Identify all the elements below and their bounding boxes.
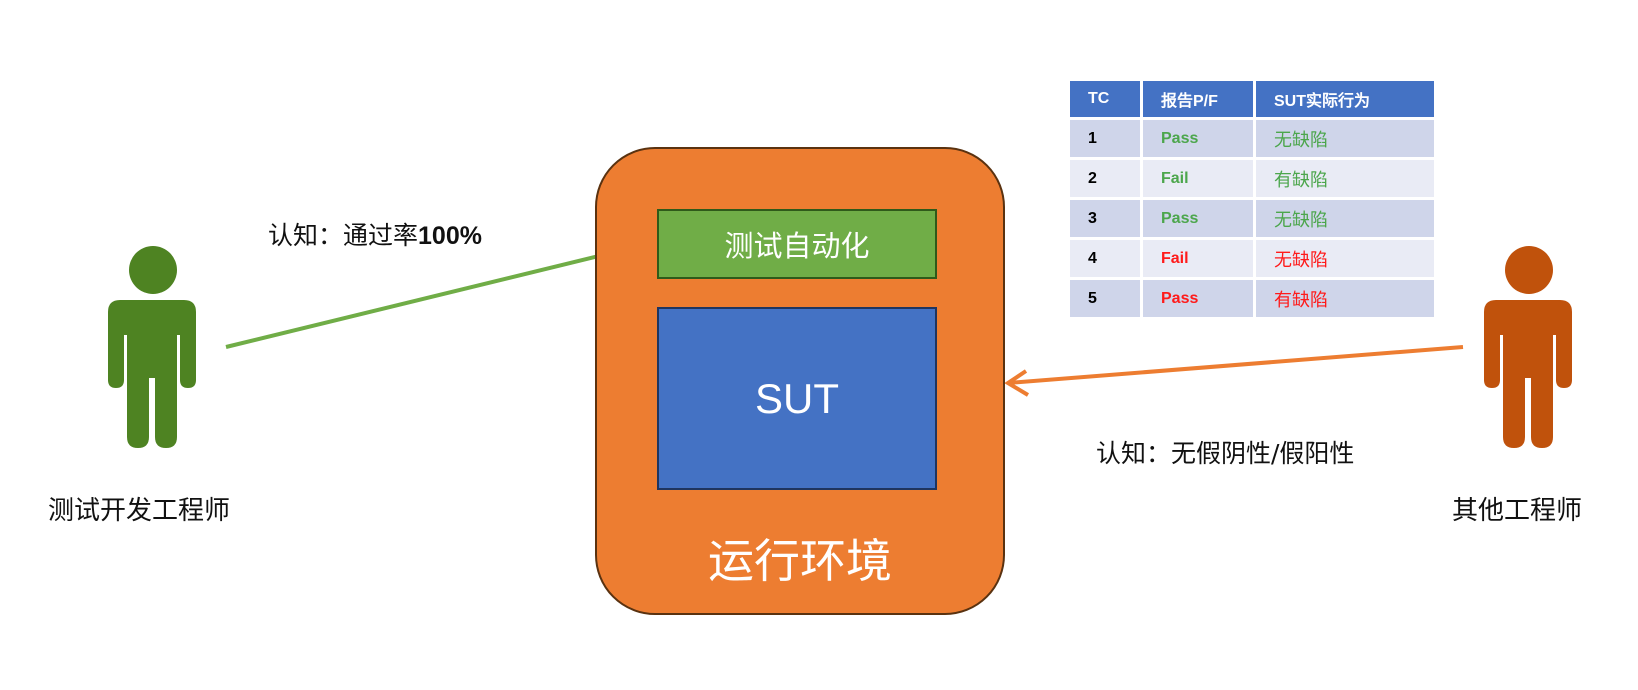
cell-report: Fail [1143, 240, 1253, 277]
cell-actual: 有缺陷 [1256, 160, 1434, 197]
header-actual: SUT实际行为 [1256, 81, 1434, 117]
right-perception-label: 认知：无假阴性/假阳性 [1096, 439, 1355, 468]
cell-actual: 有缺陷 [1256, 280, 1434, 317]
sut-box: SUT [657, 307, 937, 490]
cell-tc: 3 [1070, 200, 1140, 237]
header-tc: TC [1070, 81, 1140, 117]
left-actor-label: 测试开发工程师 [48, 496, 231, 526]
test-automation-box: 测试自动化 [657, 209, 937, 279]
left-perception-text: 认知：通过率 [268, 221, 419, 250]
cell-actual: 无缺陷 [1256, 200, 1434, 237]
table-header-row: TC 报告P/F SUT实际行为 [1070, 81, 1434, 117]
left-person-icon [108, 246, 196, 448]
cell-report: Pass [1143, 120, 1253, 157]
cell-tc: 2 [1070, 160, 1140, 197]
cell-tc: 1 [1070, 120, 1140, 157]
runtime-environment-label: 运行环境 [708, 534, 892, 588]
cell-report: Pass [1143, 200, 1253, 237]
right-actor-label: 其他工程师 [1452, 496, 1583, 526]
cell-actual: 无缺陷 [1256, 240, 1434, 277]
cell-tc: 4 [1070, 240, 1140, 277]
cell-actual: 无缺陷 [1256, 120, 1434, 157]
cell-tc: 5 [1070, 280, 1140, 317]
right-arrow [1004, 345, 1464, 397]
left-perception-value: 100% [418, 222, 482, 250]
left-perception-label: 认知：通过率100% [268, 216, 482, 252]
cell-report: Fail [1143, 160, 1253, 197]
right-person-icon [1484, 246, 1572, 448]
header-report: 报告P/F [1143, 81, 1253, 117]
cell-report: Pass [1143, 280, 1253, 317]
